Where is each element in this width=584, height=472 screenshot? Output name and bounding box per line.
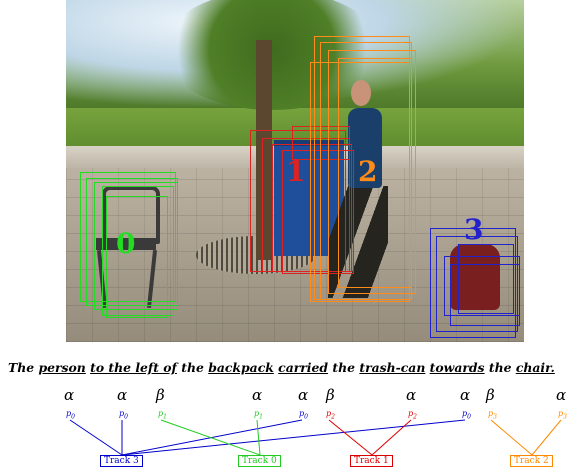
participant-p0: p0 — [119, 409, 128, 421]
word: the — [488, 360, 512, 375]
participant-p2: p2 — [326, 409, 335, 421]
role-alpha: α — [64, 386, 75, 404]
word-to-the-left-of: to the left of — [90, 360, 177, 375]
track-0-box — [80, 172, 176, 302]
track-2-box — [328, 50, 416, 294]
participant-p1: p1 — [254, 409, 263, 421]
track-0-box — [106, 196, 168, 318]
track-number-0: 0 — [116, 227, 136, 260]
track-0-box — [102, 186, 174, 316]
track-3-box — [430, 228, 516, 338]
role-alpha: α — [460, 386, 471, 404]
sentence: The person to the left of the backpack c… — [8, 360, 584, 375]
track-number-1: 1 — [286, 155, 306, 188]
word: the — [181, 360, 204, 375]
track-3-box — [436, 236, 518, 332]
track-2-box — [338, 58, 412, 288]
track-0-box — [94, 182, 178, 310]
link-p2-track1 — [328, 419, 373, 456]
word-carried: carried — [278, 360, 329, 375]
tree-trunk — [256, 40, 272, 260]
participant-p3: p3 — [558, 409, 567, 421]
role-beta: β — [486, 386, 495, 404]
link-p3-track2 — [531, 419, 562, 456]
word: The — [8, 360, 35, 375]
participant-p0: p0 — [299, 409, 308, 421]
chair-seat — [96, 238, 156, 250]
role-alpha: α — [117, 386, 128, 404]
link-p0-track3 — [69, 419, 123, 456]
link-p3-track2 — [490, 419, 533, 456]
role-alpha: α — [406, 386, 417, 404]
role-beta: β — [326, 386, 335, 404]
participant-p2: p2 — [408, 409, 417, 421]
track-3-box — [458, 244, 514, 314]
video-frame: 0 1 2 3 — [66, 0, 524, 342]
person-head — [351, 80, 371, 106]
word-chair: chair. — [515, 360, 555, 375]
track-1-box — [282, 150, 354, 274]
track-1-box-label: Track 1 — [350, 455, 393, 467]
participant-p0: p0 — [462, 409, 471, 421]
word-person: person — [38, 360, 86, 375]
role-alpha: α — [252, 386, 263, 404]
track-2-box — [310, 62, 410, 302]
participant-p0: p0 — [66, 409, 75, 421]
word: the — [332, 360, 356, 375]
word-trash-can: trash-can — [359, 360, 426, 375]
track-1-box — [292, 126, 350, 160]
word-backpack: backpack — [208, 360, 274, 375]
role-alpha: α — [298, 386, 309, 404]
tree-canopy — [162, 0, 382, 110]
role-beta: β — [156, 386, 165, 404]
track-number-3: 3 — [464, 213, 484, 246]
track-1-box — [272, 144, 352, 272]
track-2-box-label: Track 2 — [510, 455, 553, 467]
link-p1-track0 — [256, 419, 261, 456]
track-3-box — [450, 264, 520, 326]
participant-p3: p3 — [488, 409, 497, 421]
role-alpha: α — [556, 386, 567, 404]
track-3-box-label: Track 3 — [100, 455, 143, 467]
track-number-2: 2 — [358, 155, 378, 188]
link-p0-track3 — [121, 419, 466, 456]
word-towards: towards — [429, 360, 485, 375]
link-p2-track1 — [371, 419, 412, 456]
link-p1-track0 — [160, 419, 261, 456]
track-0-box-label: Track 0 — [238, 455, 281, 467]
participant-p1: p1 — [158, 409, 167, 421]
